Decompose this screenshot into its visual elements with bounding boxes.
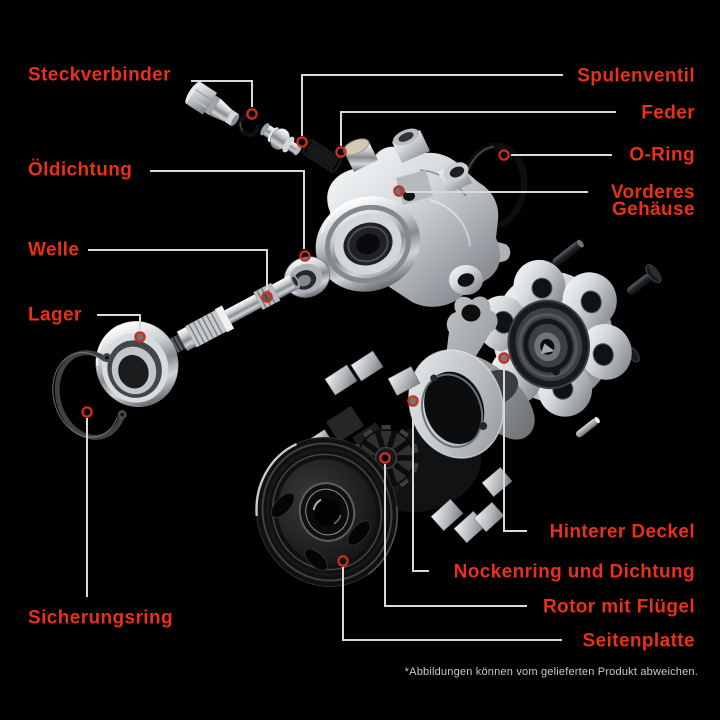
callout-label-sicherungsring: Sicherungsring [28, 607, 173, 629]
callout-label-o-ring: O-Ring [629, 144, 695, 166]
part-pulley [255, 436, 398, 588]
callout-label-hinterer-deckel: Hinterer Deckel [549, 521, 695, 543]
part-bearing [95, 320, 179, 408]
callout-label-oeldichtung: Öldichtung [28, 159, 133, 181]
part-spring [302, 139, 342, 173]
callout-label-welle: Welle [28, 239, 80, 261]
callout-label-feder: Feder [641, 102, 695, 124]
disclaimer-text: *Abbildungen können vom gelieferten Prod… [404, 666, 698, 678]
callout-label-lager: Lager [28, 304, 82, 326]
part-snap-ring [52, 350, 127, 440]
callout-label-nockenring-und-dichtung: Nockenring und Dichtung [453, 561, 695, 583]
part-front-housing [315, 128, 511, 307]
part-connector [185, 81, 240, 126]
callout-label-steckverbinder: Steckverbinder [28, 64, 171, 86]
part-spool-valve [260, 123, 302, 156]
callout-label-rotor-mit-fluegel: Rotor mit Flügel [542, 596, 695, 618]
part-clip-ring [238, 113, 260, 138]
callout-label-spulenventil: Spulenventil [577, 65, 695, 87]
callout-label-seitenplatte: Seitenplatte [582, 630, 695, 652]
callout-label-vorderes-gehaeuse: Vorderes Gehäuse [610, 182, 695, 220]
